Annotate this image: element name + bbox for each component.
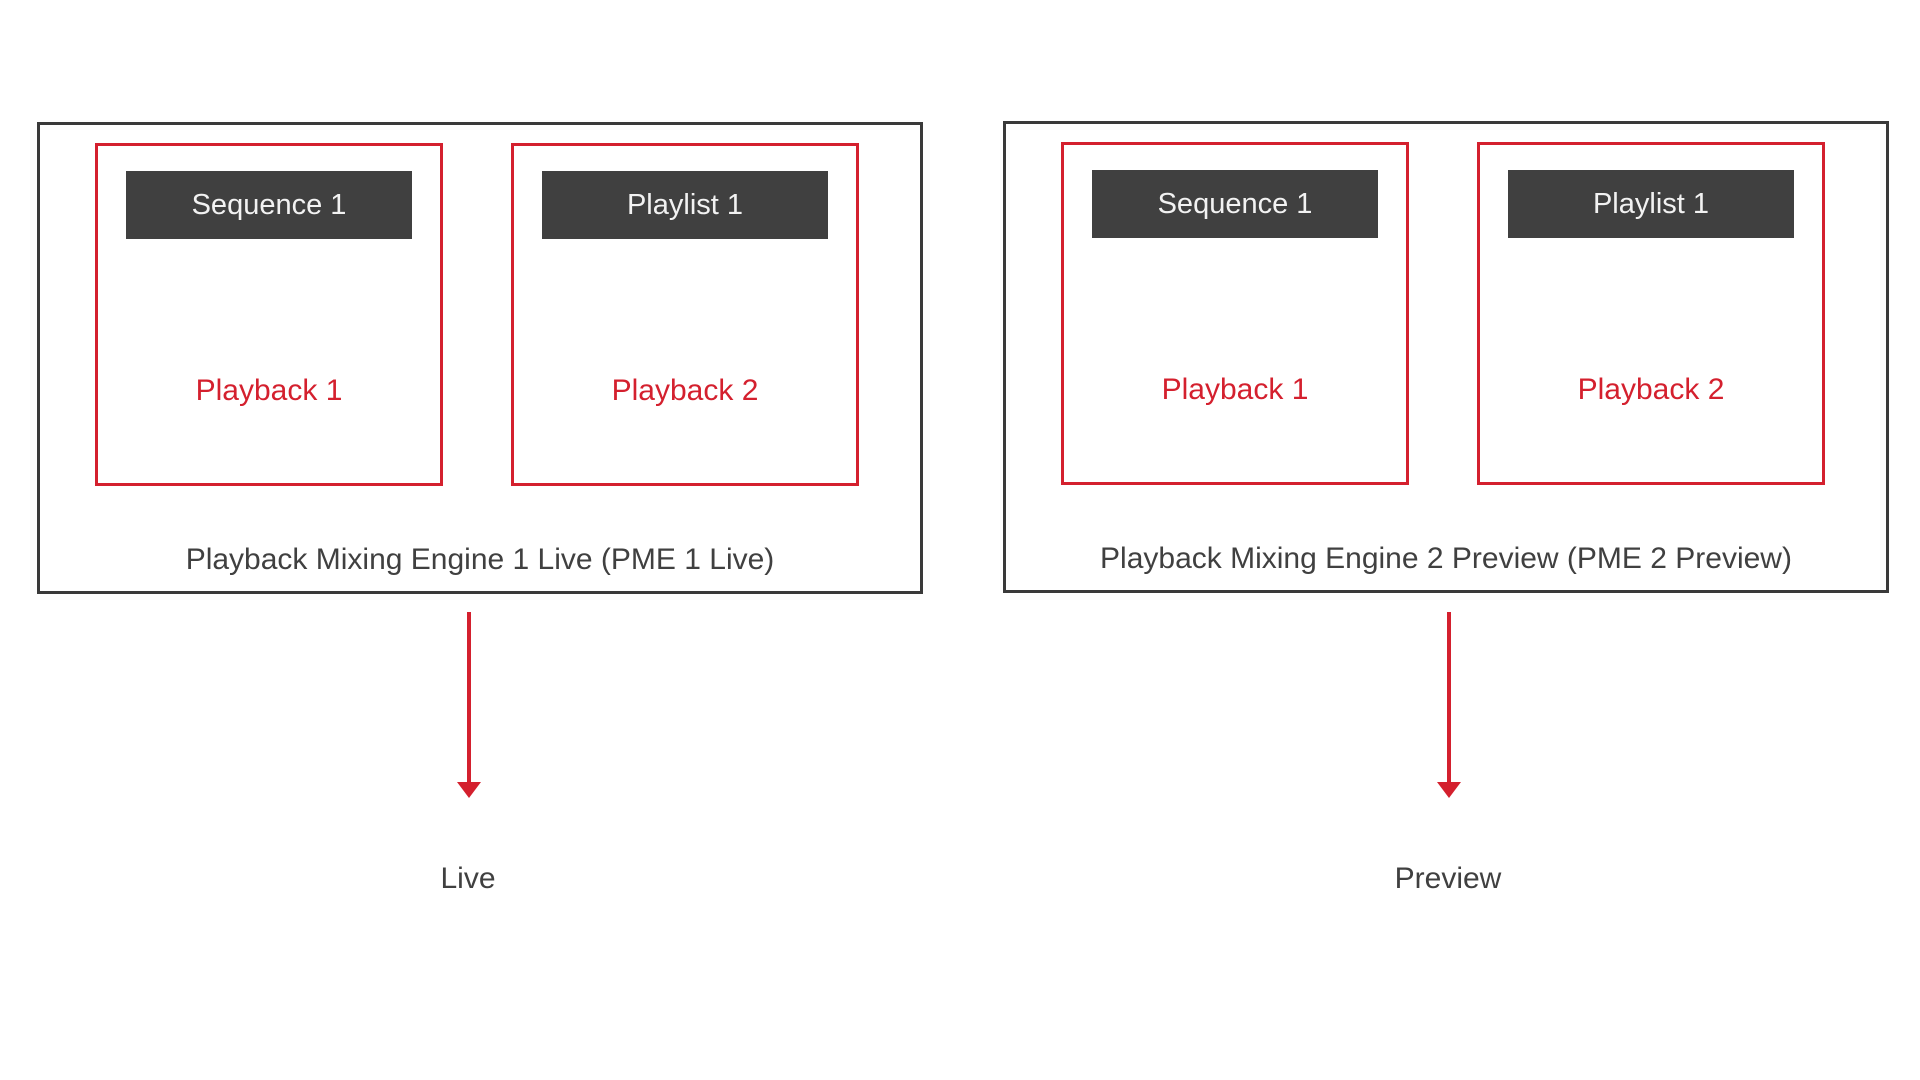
down-arrow-icon <box>457 612 481 798</box>
playback-box-1: Sequence 1 Playback 1 <box>95 143 443 486</box>
playback-box-1: Sequence 1 Playback 1 <box>1061 142 1409 485</box>
playback-box-2: Playlist 1 Playback 2 <box>511 143 859 486</box>
down-arrow-icon <box>1437 612 1461 798</box>
playback-box-2: Playlist 1 Playback 2 <box>1477 142 1825 485</box>
output-label-live: Live <box>440 862 496 895</box>
engine-box-pme-2-preview: Sequence 1 Playback 1 Playlist 1 Playbac… <box>1003 121 1889 593</box>
playback-label: Playback 1 <box>1161 373 1309 406</box>
engine-title: Playback Mixing Engine 2 Preview (PME 2 … <box>1100 542 1792 575</box>
output-label-preview: Preview <box>1394 862 1502 895</box>
source-label-sequence: Sequence 1 <box>1092 170 1378 238</box>
playback-label: Playback 2 <box>611 374 759 407</box>
playback-label: Playback 2 <box>1577 373 1725 406</box>
source-label-playlist: Playlist 1 <box>542 171 828 239</box>
engine-box-pme-1-live: Sequence 1 Playback 1 Playlist 1 Playbac… <box>37 122 923 594</box>
playback-label: Playback 1 <box>195 374 343 407</box>
source-label-sequence: Sequence 1 <box>126 171 412 239</box>
engine-title: Playback Mixing Engine 1 Live (PME 1 Liv… <box>185 543 775 576</box>
source-label-playlist: Playlist 1 <box>1508 170 1794 238</box>
